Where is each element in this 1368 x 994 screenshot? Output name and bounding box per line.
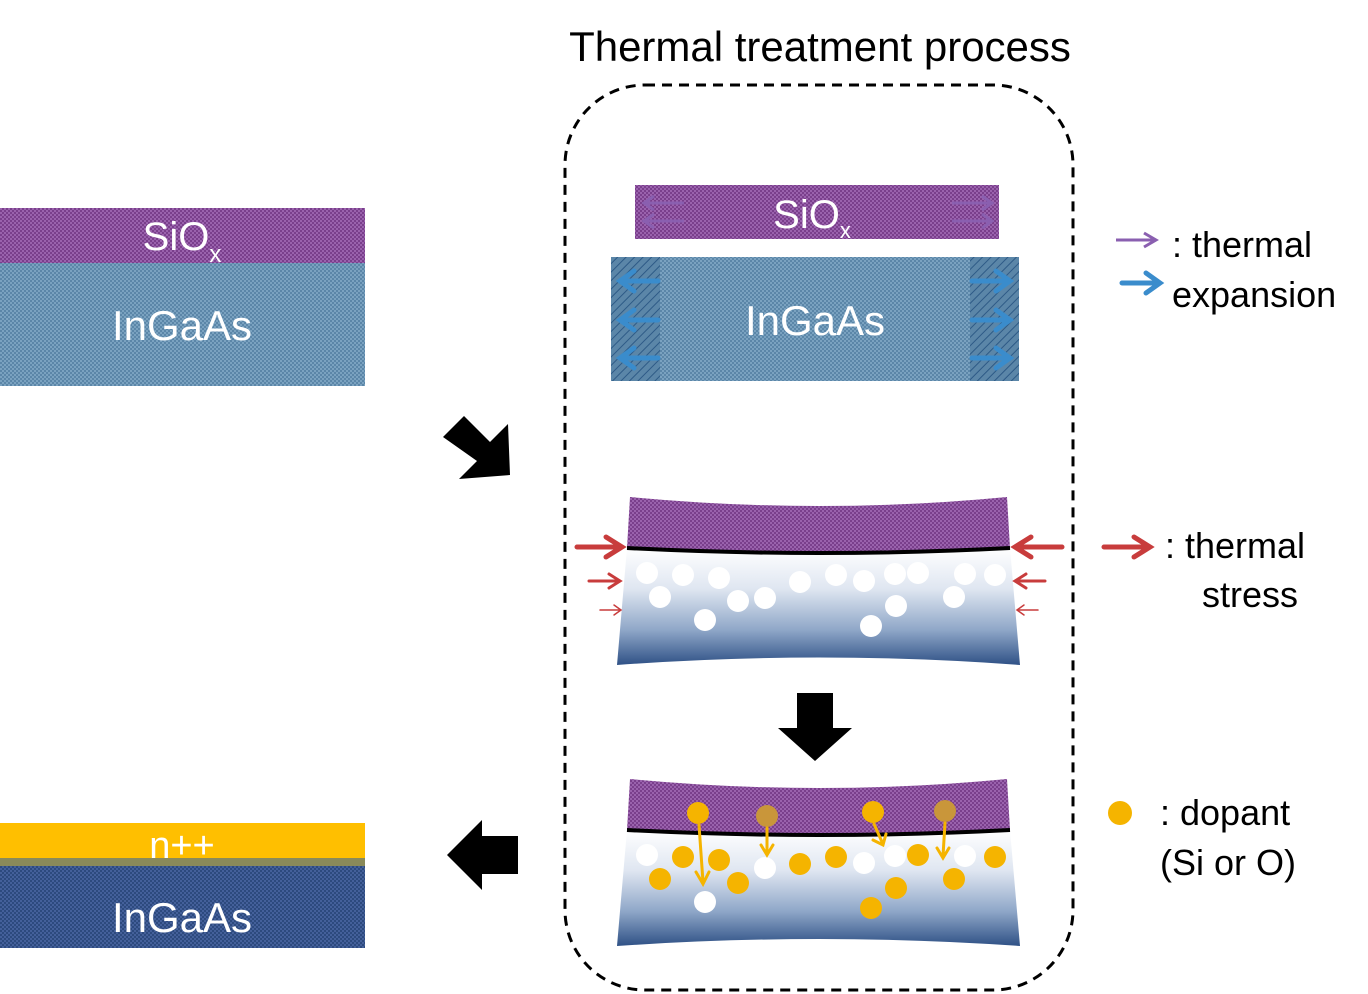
left-doped-label: n++ [149,825,215,867]
ingaas-expansion-arrows [615,268,1015,371]
down-arrow-icon [778,693,852,761]
stage3-interface-line [626,828,1011,837]
legend-red-arrow-icon [1101,534,1155,560]
legend-stress-line1: : thermal [1165,525,1305,566]
stage2-oxide-layer [627,497,1010,553]
left-final-stack: n++ InGaAs [0,823,365,948]
legend-expansion: : thermal expansion [1116,224,1336,315]
legend-purple-arrow-icon [1116,231,1159,249]
left-oxide-label: SiO [143,215,210,259]
legend-expansion-line2: expansion [1172,274,1336,315]
legend-dopant-icon [1108,801,1132,825]
stage-stress [574,497,1065,665]
stage3-diffusing-dopants [687,800,956,827]
left-doped-layer [0,823,365,860]
left-oxide-subscript: x [209,241,221,268]
left-ingaas-label: InGaAs [112,302,252,349]
oxide-expansion-arrows [641,194,995,230]
left-initial-stack: SiOx InGaAs [0,208,365,386]
stage1-ingaas-label: InGaAs [745,297,885,344]
stage2-interface-line [626,546,1011,555]
stage1-oxide-layer [635,185,999,239]
left-ingaas-layer [0,263,365,386]
stage2-vacancies [636,562,1006,637]
stage3-dopants [649,844,1006,919]
legend: : thermal expansion : thermal stress : d… [1101,224,1336,883]
left-arrow-icon [447,820,518,890]
legend-expansion-line1: : thermal [1172,224,1312,265]
svg-text:SiOx: SiOx [773,193,851,243]
legend-blue-arrow-icon [1119,270,1165,296]
left-bottom-ingaas-layer [0,866,365,948]
stage-diffusion [617,779,1020,946]
stress-arrows [574,534,1065,616]
stage1-oxide-label: SiO [773,193,840,237]
legend-dopant-line1: : dopant [1160,792,1290,833]
stage-expansion: SiOx InGaAs [611,185,1019,381]
down-right-arrow-icon [443,416,510,479]
stage1-oxide-subscript: x [840,218,851,243]
stage3-oxide-layer [627,779,1010,835]
svg-text:SiOx: SiOx [143,215,222,268]
left-doped-transition [0,858,365,867]
legend-dopant-line2: (Si or O) [1160,842,1296,883]
legend-stress: : thermal stress [1101,525,1305,615]
left-oxide-layer [0,208,365,263]
stage3-vacancies [636,844,976,913]
legend-dopant: : dopant (Si or O) [1108,792,1296,883]
process-box [563,83,1075,992]
legend-stress-line2: stress [1202,574,1298,615]
diagram-title: Thermal treatment process [569,23,1071,70]
left-bottom-ingaas-label: InGaAs [112,894,252,941]
diffusion-arrows [694,821,951,888]
